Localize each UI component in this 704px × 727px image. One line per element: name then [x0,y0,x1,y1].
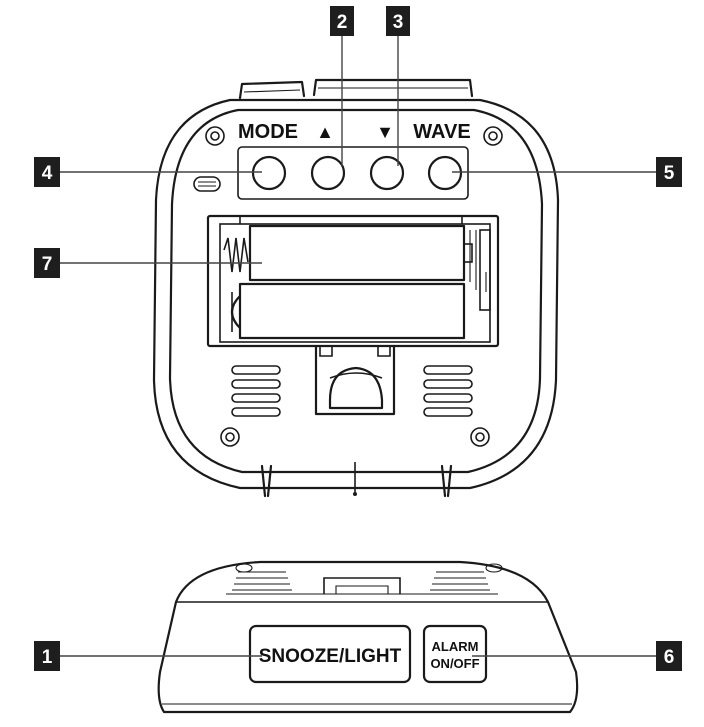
down-button[interactable] [369,155,405,191]
foot-left [260,464,267,498]
clock-housing-outer [152,98,560,490]
leader-lines [60,36,656,657]
top-vent-right [430,563,503,591]
callout-7: 7 [34,248,60,278]
spring-icon [223,237,249,273]
clock-stand[interactable] [314,344,396,416]
alarm-on-off-switch[interactable] [422,624,488,684]
wave-label: WAVE [413,121,470,143]
up-button[interactable] [310,155,346,191]
top-tab-right [312,78,474,98]
svg-text:1: 1 [42,647,53,668]
screw-icon [220,427,240,447]
alarm-label-line2: ON/OFF [430,656,479,671]
reset-switch[interactable] [193,176,221,192]
alarm-label-line1: ALARM [432,639,479,654]
svg-text:4: 4 [42,163,53,184]
mode-button[interactable] [251,155,287,191]
svg-text:7: 7 [42,254,53,275]
battery-top [248,224,466,282]
top-tab-left [238,80,306,100]
callout-3: 3 [386,6,410,36]
stand-slot [323,577,401,594]
battery-bottom [238,282,466,340]
screw-icon [205,126,225,146]
snooze-light-button[interactable] [248,624,412,684]
top-vent-left [232,563,292,591]
screw-icon [483,126,503,146]
foot-right [446,464,453,498]
wave-button[interactable] [427,155,463,191]
callout-2: 2 [330,6,354,36]
down-arrow-icon: ▼ [376,122,394,142]
snooze-light-label: SNOOZE/LIGHT [259,646,402,667]
callout-6: 6 [656,641,682,671]
svg-text:5: 5 [664,163,675,184]
clock-back-view: MODE ▲ ▼ WAVE [152,78,560,498]
clock-top-housing [157,560,579,714]
clock-housing-inner [168,108,544,474]
vent-left [231,365,281,417]
vent-right [423,365,473,417]
svg-text:2: 2 [337,12,348,33]
clock-top-view: SNOOZE/LIGHT ALARM ON/OFF [157,560,579,714]
svg-text:6: 6 [664,647,675,668]
callout-5: 5 [656,157,682,187]
callout-4: 4 [34,157,60,187]
screw-icon [470,427,490,447]
svg-text:3: 3 [393,12,404,33]
button-panel [237,146,469,200]
up-arrow-icon: ▲ [316,122,334,142]
battery-compartment [206,214,500,348]
callout-1: 1 [34,641,60,671]
mode-label: MODE [238,121,298,143]
